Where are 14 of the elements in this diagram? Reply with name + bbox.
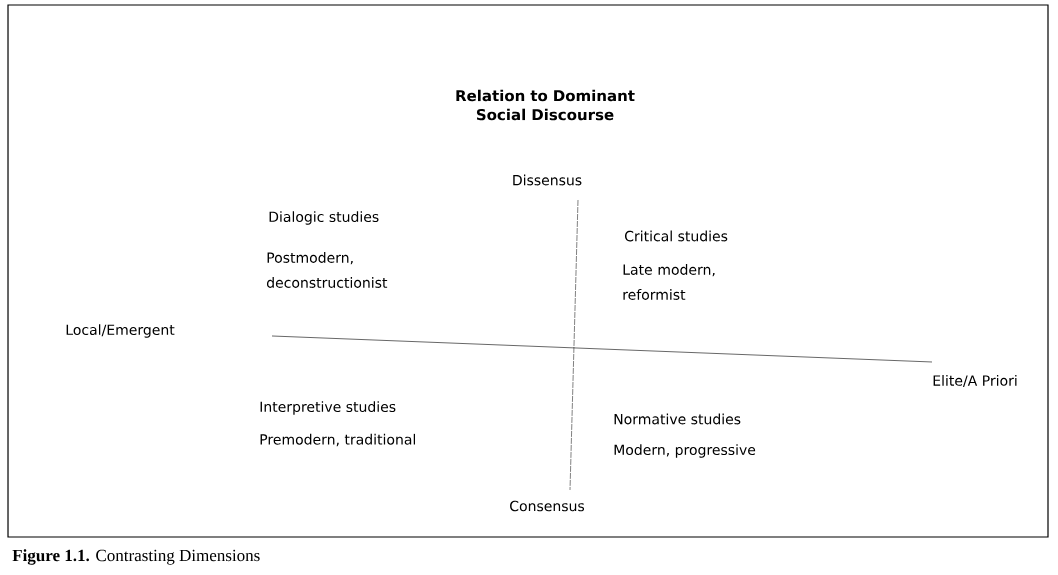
axis-label: Elite/A Priori xyxy=(933,375,1017,387)
axis-label: Consensus xyxy=(510,500,585,512)
quadrant-label: Normative studies xyxy=(614,413,741,425)
quadrant-label: Dialogic studies xyxy=(269,211,379,225)
caption: Figure 1.1. Contrasting Dimensions xyxy=(12,549,260,565)
quadrant-label: Interpretive studies xyxy=(260,401,396,415)
title: Relation to Dominant Social Discourse xyxy=(456,89,635,121)
axis-label: Dissensus xyxy=(513,174,582,186)
quadrant-label: Postmodern, deconstructionist xyxy=(267,252,388,288)
quadrant-label: Modern, progressive xyxy=(614,444,756,458)
quadrant-label: Critical studies xyxy=(625,230,728,242)
quadrant-label: Premodern, traditional xyxy=(260,433,415,447)
quadrant-label: Late modern, reformist xyxy=(623,264,715,300)
axis-label: Local/Emergent xyxy=(66,324,175,338)
